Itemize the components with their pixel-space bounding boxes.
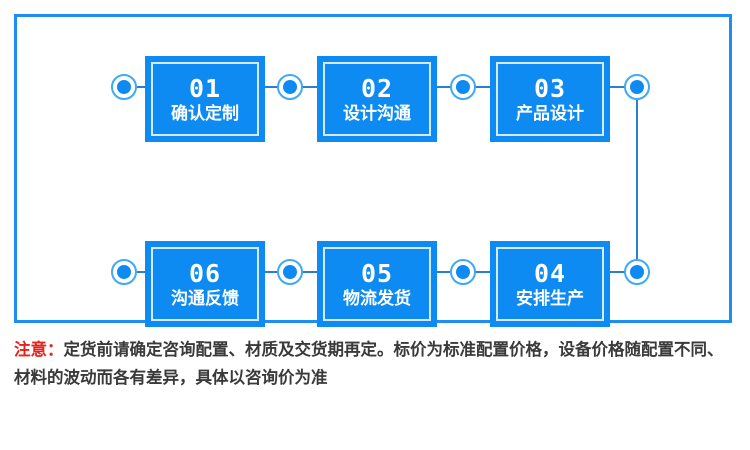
connector-node-icon-03-04 <box>624 74 650 100</box>
step-box-05[interactable]: 05 物流发货 <box>317 241 437 327</box>
step-box-01[interactable]: 01 确认定制 <box>145 56 265 142</box>
step-01-number: 01 <box>188 73 222 103</box>
step-04-number: 04 <box>533 258 567 288</box>
flow-diagram-frame: 01 确认定制 02 设计沟通 03 产品设计 06 沟通反馈 05 物流发货 … <box>14 14 732 327</box>
step-06-number: 06 <box>188 258 222 288</box>
note-text: 定货前请确定咨询配置、材质及交货期再定。标价为标准配置价格，设备价格随配置不同、… <box>14 340 724 387</box>
connector-line-node-to-03 <box>475 86 492 88</box>
step-02-number: 02 <box>360 73 394 103</box>
connector-line-node-to-06 <box>263 271 279 273</box>
step-05-number: 05 <box>360 258 394 288</box>
connector-line-03-to-node <box>609 86 625 88</box>
step-06-label: 沟通反馈 <box>171 288 239 309</box>
connector-line-01-to-node <box>263 86 279 88</box>
step-03-number: 03 <box>533 73 567 103</box>
connector-line-04-to-node <box>475 271 492 273</box>
connector-node-icon-06-05 <box>277 259 303 285</box>
note-label: 注意： <box>14 340 64 359</box>
step-box-03[interactable]: 03 产品设计 <box>490 56 610 142</box>
connector-line-node-to-04 <box>609 271 625 273</box>
step-box-02[interactable]: 02 设计沟通 <box>317 56 437 142</box>
step-05-label: 物流发货 <box>343 288 411 309</box>
step-box-03-inner: 03 产品设计 <box>496 62 604 136</box>
connector-node-icon-04-05 <box>624 259 650 285</box>
connector-node-icon-end <box>111 259 137 285</box>
step-box-06[interactable]: 06 沟通反馈 <box>145 241 265 327</box>
connector-line-start-to-01 <box>137 86 147 88</box>
connector-line-06-to-end <box>137 271 147 273</box>
connector-line-node-to-05 <box>436 271 452 273</box>
connector-line-vertical-right <box>636 99 638 260</box>
connector-node-icon-05-04 <box>450 259 476 285</box>
step-04-label: 安排生产 <box>516 288 584 309</box>
step-box-06-inner: 06 沟通反馈 <box>151 247 259 321</box>
connector-line-02-to-node <box>436 86 452 88</box>
connector-line-05-to-node <box>302 271 319 273</box>
connector-node-icon-01-02 <box>277 74 303 100</box>
step-box-02-inner: 02 设计沟通 <box>323 62 431 136</box>
connector-line-node-to-02 <box>302 86 319 88</box>
connector-node-icon-start <box>111 74 137 100</box>
step-box-05-inner: 05 物流发货 <box>323 247 431 321</box>
step-box-04-inner: 04 安排生产 <box>496 247 604 321</box>
note-block: 注意：定货前请确定咨询配置、材质及交货期再定。标价为标准配置价格，设备价格随配置… <box>14 336 736 392</box>
step-03-label: 产品设计 <box>516 103 584 124</box>
step-box-01-inner: 01 确认定制 <box>151 62 259 136</box>
step-box-04[interactable]: 04 安排生产 <box>490 241 610 327</box>
step-02-label: 设计沟通 <box>343 103 411 124</box>
connector-node-icon-02-03 <box>450 74 476 100</box>
step-01-label: 确认定制 <box>171 103 239 124</box>
